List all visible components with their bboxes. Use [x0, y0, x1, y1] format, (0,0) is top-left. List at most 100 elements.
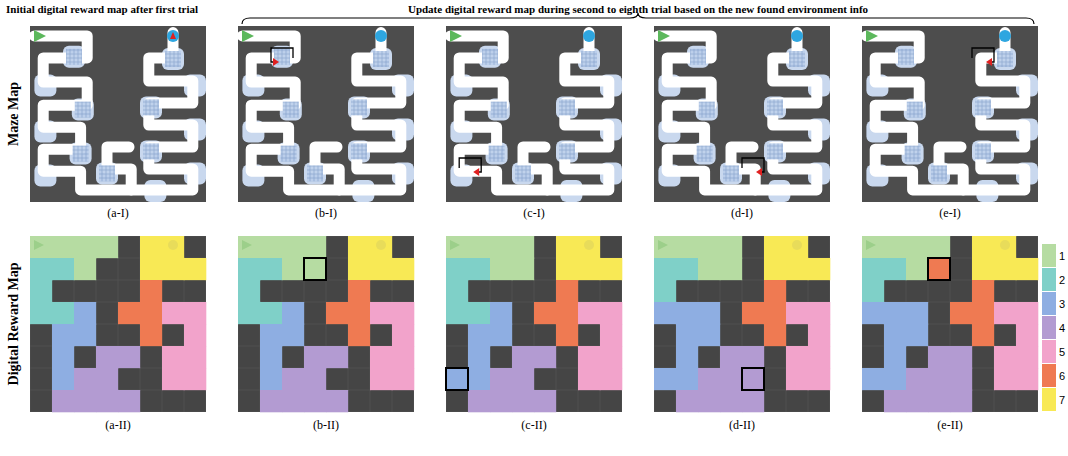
- explored-region: [140, 96, 162, 118]
- wall-cell: [185, 391, 206, 412]
- legend-swatch: [1042, 244, 1056, 267]
- reward-cell: [720, 258, 742, 280]
- legend-swatch: [1042, 340, 1056, 363]
- goal-marker: [376, 240, 386, 250]
- goal-marker: [167, 30, 179, 42]
- start-marker: [242, 240, 252, 250]
- reward-map: [238, 236, 414, 412]
- reward-cell: [468, 390, 490, 412]
- junction-mark: [482, 49, 498, 65]
- wall-cell: [239, 325, 260, 346]
- wall-cell: [677, 281, 698, 302]
- row-label: Digital Reward Map: [6, 263, 22, 386]
- reward-cell: [392, 258, 414, 280]
- reward-cell: [786, 302, 808, 324]
- legend-swatch: [1042, 388, 1056, 411]
- maze-map: [862, 26, 1038, 202]
- junction-mark: [489, 146, 505, 162]
- reward-cell: [140, 280, 162, 302]
- explored-region: [928, 162, 950, 184]
- reward-cell: [786, 346, 808, 368]
- reward-cell: [972, 302, 994, 324]
- wall-cell: [1017, 237, 1038, 258]
- reward-map: [30, 236, 206, 412]
- reward-cell: [742, 302, 764, 324]
- reward-cell: [1016, 258, 1038, 280]
- reward-cell: [950, 302, 972, 324]
- wall-cell: [371, 281, 392, 302]
- wall-cell: [305, 325, 326, 346]
- heading: Initial digital reward map after first t…: [6, 3, 198, 15]
- reward-cell: [468, 302, 490, 324]
- wall-cell: [655, 391, 676, 412]
- wall-cell: [31, 325, 52, 346]
- reward-cell: [654, 368, 676, 390]
- reward-cell: [260, 258, 282, 280]
- reward-cell: [184, 324, 206, 346]
- panel-label: (a-II): [105, 418, 130, 433]
- reward-cell: [764, 324, 786, 346]
- reward-cell: [326, 302, 348, 324]
- reward-cell: [808, 346, 830, 368]
- explored-region: [348, 140, 370, 162]
- reward-cell: [184, 368, 206, 390]
- junction-mark: [767, 99, 783, 115]
- reward-cell: [556, 280, 578, 302]
- maze-path: [866, 36, 963, 190]
- reward-cell: [184, 258, 206, 280]
- explored-region: [972, 140, 994, 162]
- reward-cell: [698, 302, 720, 324]
- wall-cell: [951, 259, 972, 280]
- wall-cell: [53, 281, 74, 302]
- reward-cell: [162, 258, 184, 280]
- wall-cell: [469, 281, 490, 302]
- agent-arrow: [170, 32, 176, 39]
- wall-cell: [349, 347, 370, 368]
- wall-cell: [973, 347, 994, 368]
- goal-marker: [375, 30, 387, 42]
- reward-cell: [654, 236, 676, 258]
- wall-cell: [97, 281, 118, 302]
- reward-cell: [654, 302, 676, 324]
- wall-cell: [371, 325, 392, 346]
- reward-cell: [742, 368, 764, 390]
- junction-mark: [559, 143, 575, 159]
- reward-cell: [304, 258, 326, 280]
- junction-mark: [690, 49, 706, 65]
- wall-cell: [995, 391, 1016, 412]
- wall-cell: [809, 237, 830, 258]
- reward-cell: [808, 368, 830, 390]
- reward-cell: [676, 324, 698, 346]
- wall-cell: [743, 237, 764, 258]
- detour-arrow: [756, 168, 762, 176]
- reward-cell: [490, 236, 512, 258]
- junction-mark: [99, 165, 115, 181]
- explored-region: [488, 99, 510, 121]
- junction-mark: [75, 102, 91, 118]
- explored-region: [786, 48, 808, 70]
- reward-cell: [600, 302, 622, 324]
- explored-region: [904, 99, 926, 121]
- reward-cell: [1016, 368, 1038, 390]
- wall-cell: [513, 303, 534, 324]
- wall-cell: [97, 325, 118, 346]
- reward-cell: [578, 258, 600, 280]
- reward-cell: [140, 324, 162, 346]
- junction-mark: [898, 49, 914, 65]
- junction-mark: [351, 143, 367, 159]
- wall-cell: [557, 391, 578, 412]
- reward-cell: [742, 390, 764, 412]
- reward-cell: [808, 258, 830, 280]
- wall-cell: [601, 237, 622, 258]
- panel-label: (c-I): [523, 206, 544, 221]
- reward-cell: [52, 236, 74, 258]
- panel-label: (b-I): [315, 206, 337, 221]
- reward-cell: [654, 258, 676, 280]
- reward-cell: [654, 280, 676, 302]
- junction-mark: [975, 99, 991, 115]
- wall-cell: [557, 369, 578, 390]
- legend-swatch: [1042, 268, 1056, 291]
- start-marker: [34, 30, 46, 42]
- detour-arrow: [473, 168, 479, 176]
